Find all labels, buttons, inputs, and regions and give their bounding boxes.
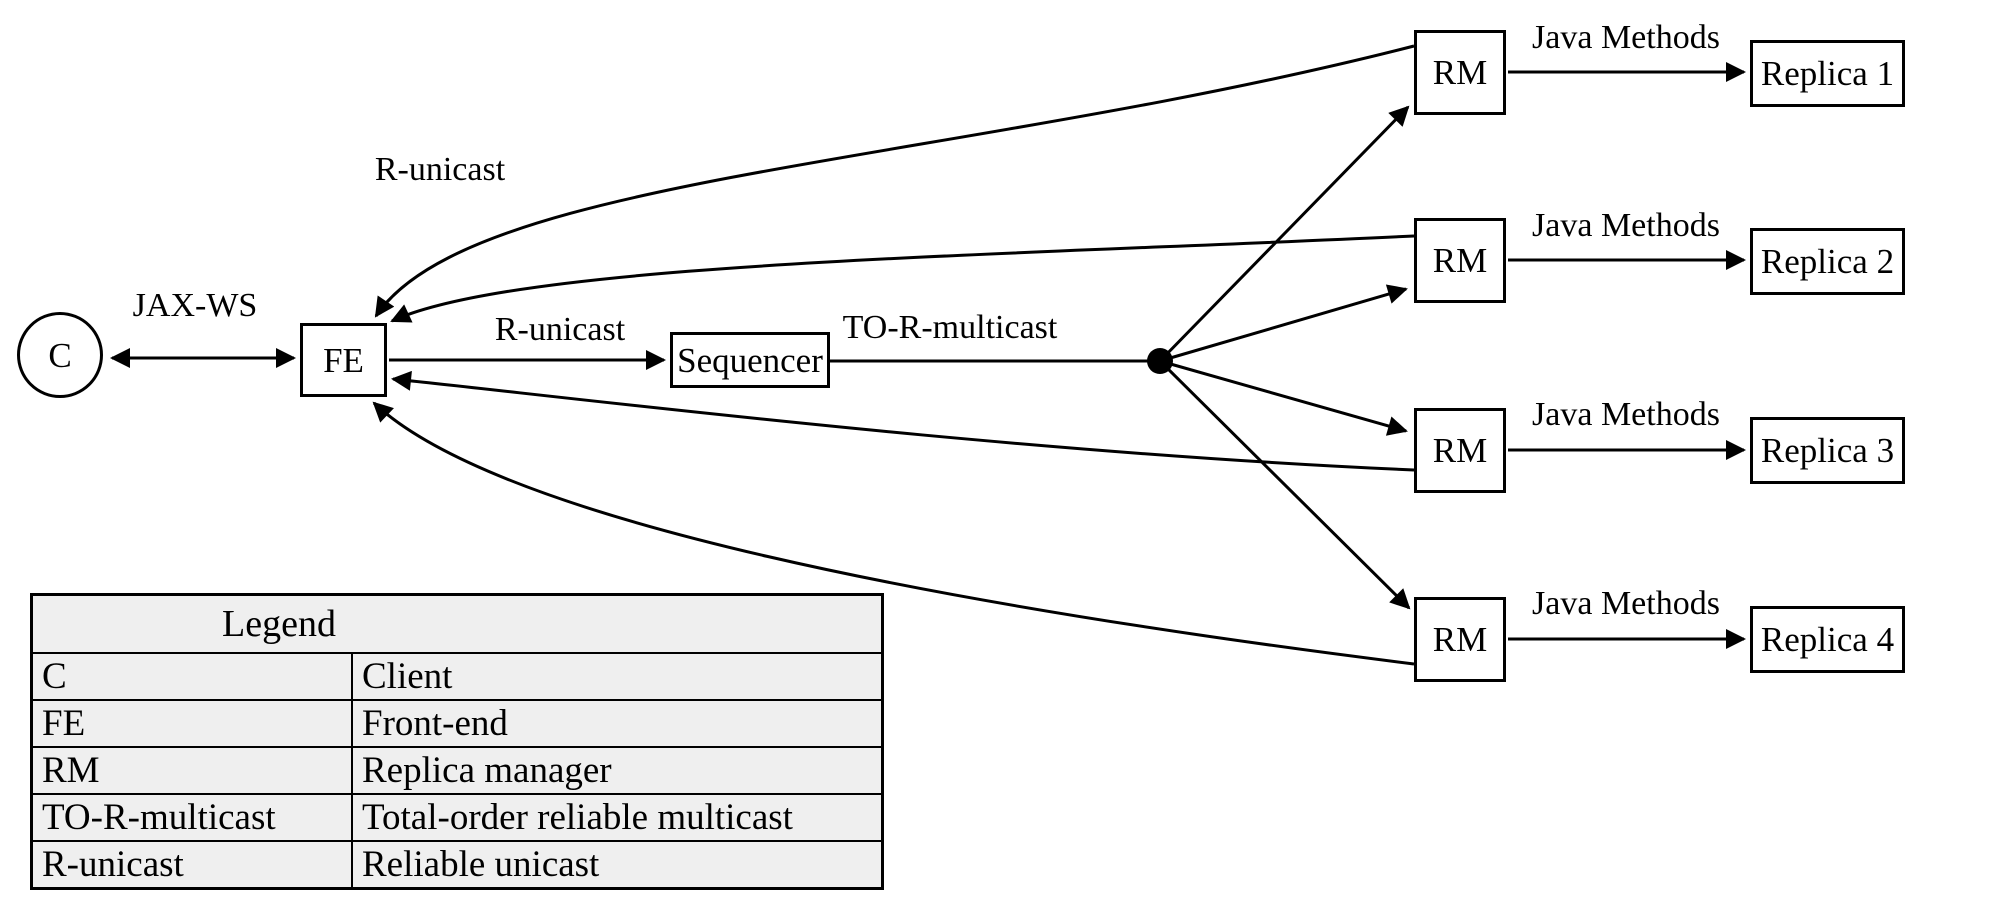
replica-node-1: Replica 1 (1750, 40, 1905, 107)
sequencer-label: Sequencer (677, 340, 823, 380)
replica-label: Replica 2 (1760, 242, 1895, 281)
replica-manager-node-1: RM (1414, 30, 1506, 115)
legend-term: TO-R-multicast (30, 793, 353, 842)
edge-multicast-rm3 (1159, 359, 1408, 436)
sequencer-node: Sequencer (670, 332, 830, 388)
replica-manager-node-2: RM (1414, 218, 1506, 303)
legend-title: Legend (222, 603, 336, 645)
edge-multicast-rm1 (1158, 105, 1410, 363)
replica-label: Replica 3 (1760, 431, 1895, 470)
replica-label: Replica 1 (1760, 54, 1895, 93)
legend-definition: Replica manager (351, 746, 884, 795)
legend-term: FE (30, 699, 353, 748)
replica-node-2: Replica 2 (1750, 228, 1905, 295)
legend-header-row: Legend (30, 593, 884, 654)
legend-definition: Front-end (351, 699, 884, 748)
edge-rm1-return-frontend (374, 44, 1415, 318)
edge-rm3-return-frontend (391, 370, 1415, 472)
edge-label-java-methods-4: Java Methods (1532, 585, 1720, 622)
replica-node-3: Replica 3 (1750, 417, 1905, 484)
edge-multicast-rm2 (1159, 284, 1408, 363)
replica-manager-label: RM (1432, 620, 1488, 659)
legend-row-rm: RM Replica manager (30, 746, 884, 795)
replica-manager-label: RM (1432, 53, 1488, 92)
edge-label-java-methods-3: Java Methods (1532, 396, 1720, 433)
legend-definition: Reliable unicast (351, 840, 884, 889)
edge-label-to-r-multicast: TO-R-multicast (842, 309, 1058, 346)
legend-definition: Client (351, 652, 884, 701)
edge-label-java-methods-2: Java Methods (1532, 207, 1720, 244)
replica-node-4: Replica 4 (1750, 606, 1905, 673)
client-label: C (48, 335, 72, 375)
edge-multicast-rm4 (1158, 359, 1411, 610)
legend-table: Legend C Client FE Front-end RM Replica … (30, 593, 884, 890)
frontend-node: FE (300, 323, 387, 397)
frontend-label: FE (323, 340, 364, 380)
edge-label-java-methods-1: Java Methods (1532, 19, 1720, 56)
legend-row-to-r-multicast: TO-R-multicast Total-order reliable mult… (30, 793, 884, 842)
edge-label-r-unicast-mid: R-unicast (494, 311, 626, 348)
legend-term: RM (30, 746, 353, 795)
legend-definition: Total-order reliable multicast (351, 793, 884, 842)
edge-label-r-unicast-top: R-unicast (374, 151, 506, 188)
legend-term: R-unicast (30, 840, 353, 889)
edge-label-jaxws: JAX-WS (132, 287, 258, 324)
legend-row-c: C Client (30, 652, 884, 701)
legend-row-fe: FE Front-end (30, 699, 884, 748)
edge-rm4-return-frontend (372, 401, 1415, 666)
edge-rm2-return-frontend (390, 234, 1415, 323)
replica-manager-label: RM (1432, 431, 1488, 470)
client-node: C (17, 312, 103, 398)
replica-manager-node-3: RM (1414, 408, 1506, 493)
replica-manager-node-4: RM (1414, 597, 1506, 682)
replica-label: Replica 4 (1760, 620, 1895, 659)
legend-term: C (30, 652, 353, 701)
replica-manager-label: RM (1432, 241, 1488, 280)
legend-row-r-unicast: R-unicast Reliable unicast (30, 840, 884, 889)
legend-header-cell: Legend (30, 593, 884, 654)
